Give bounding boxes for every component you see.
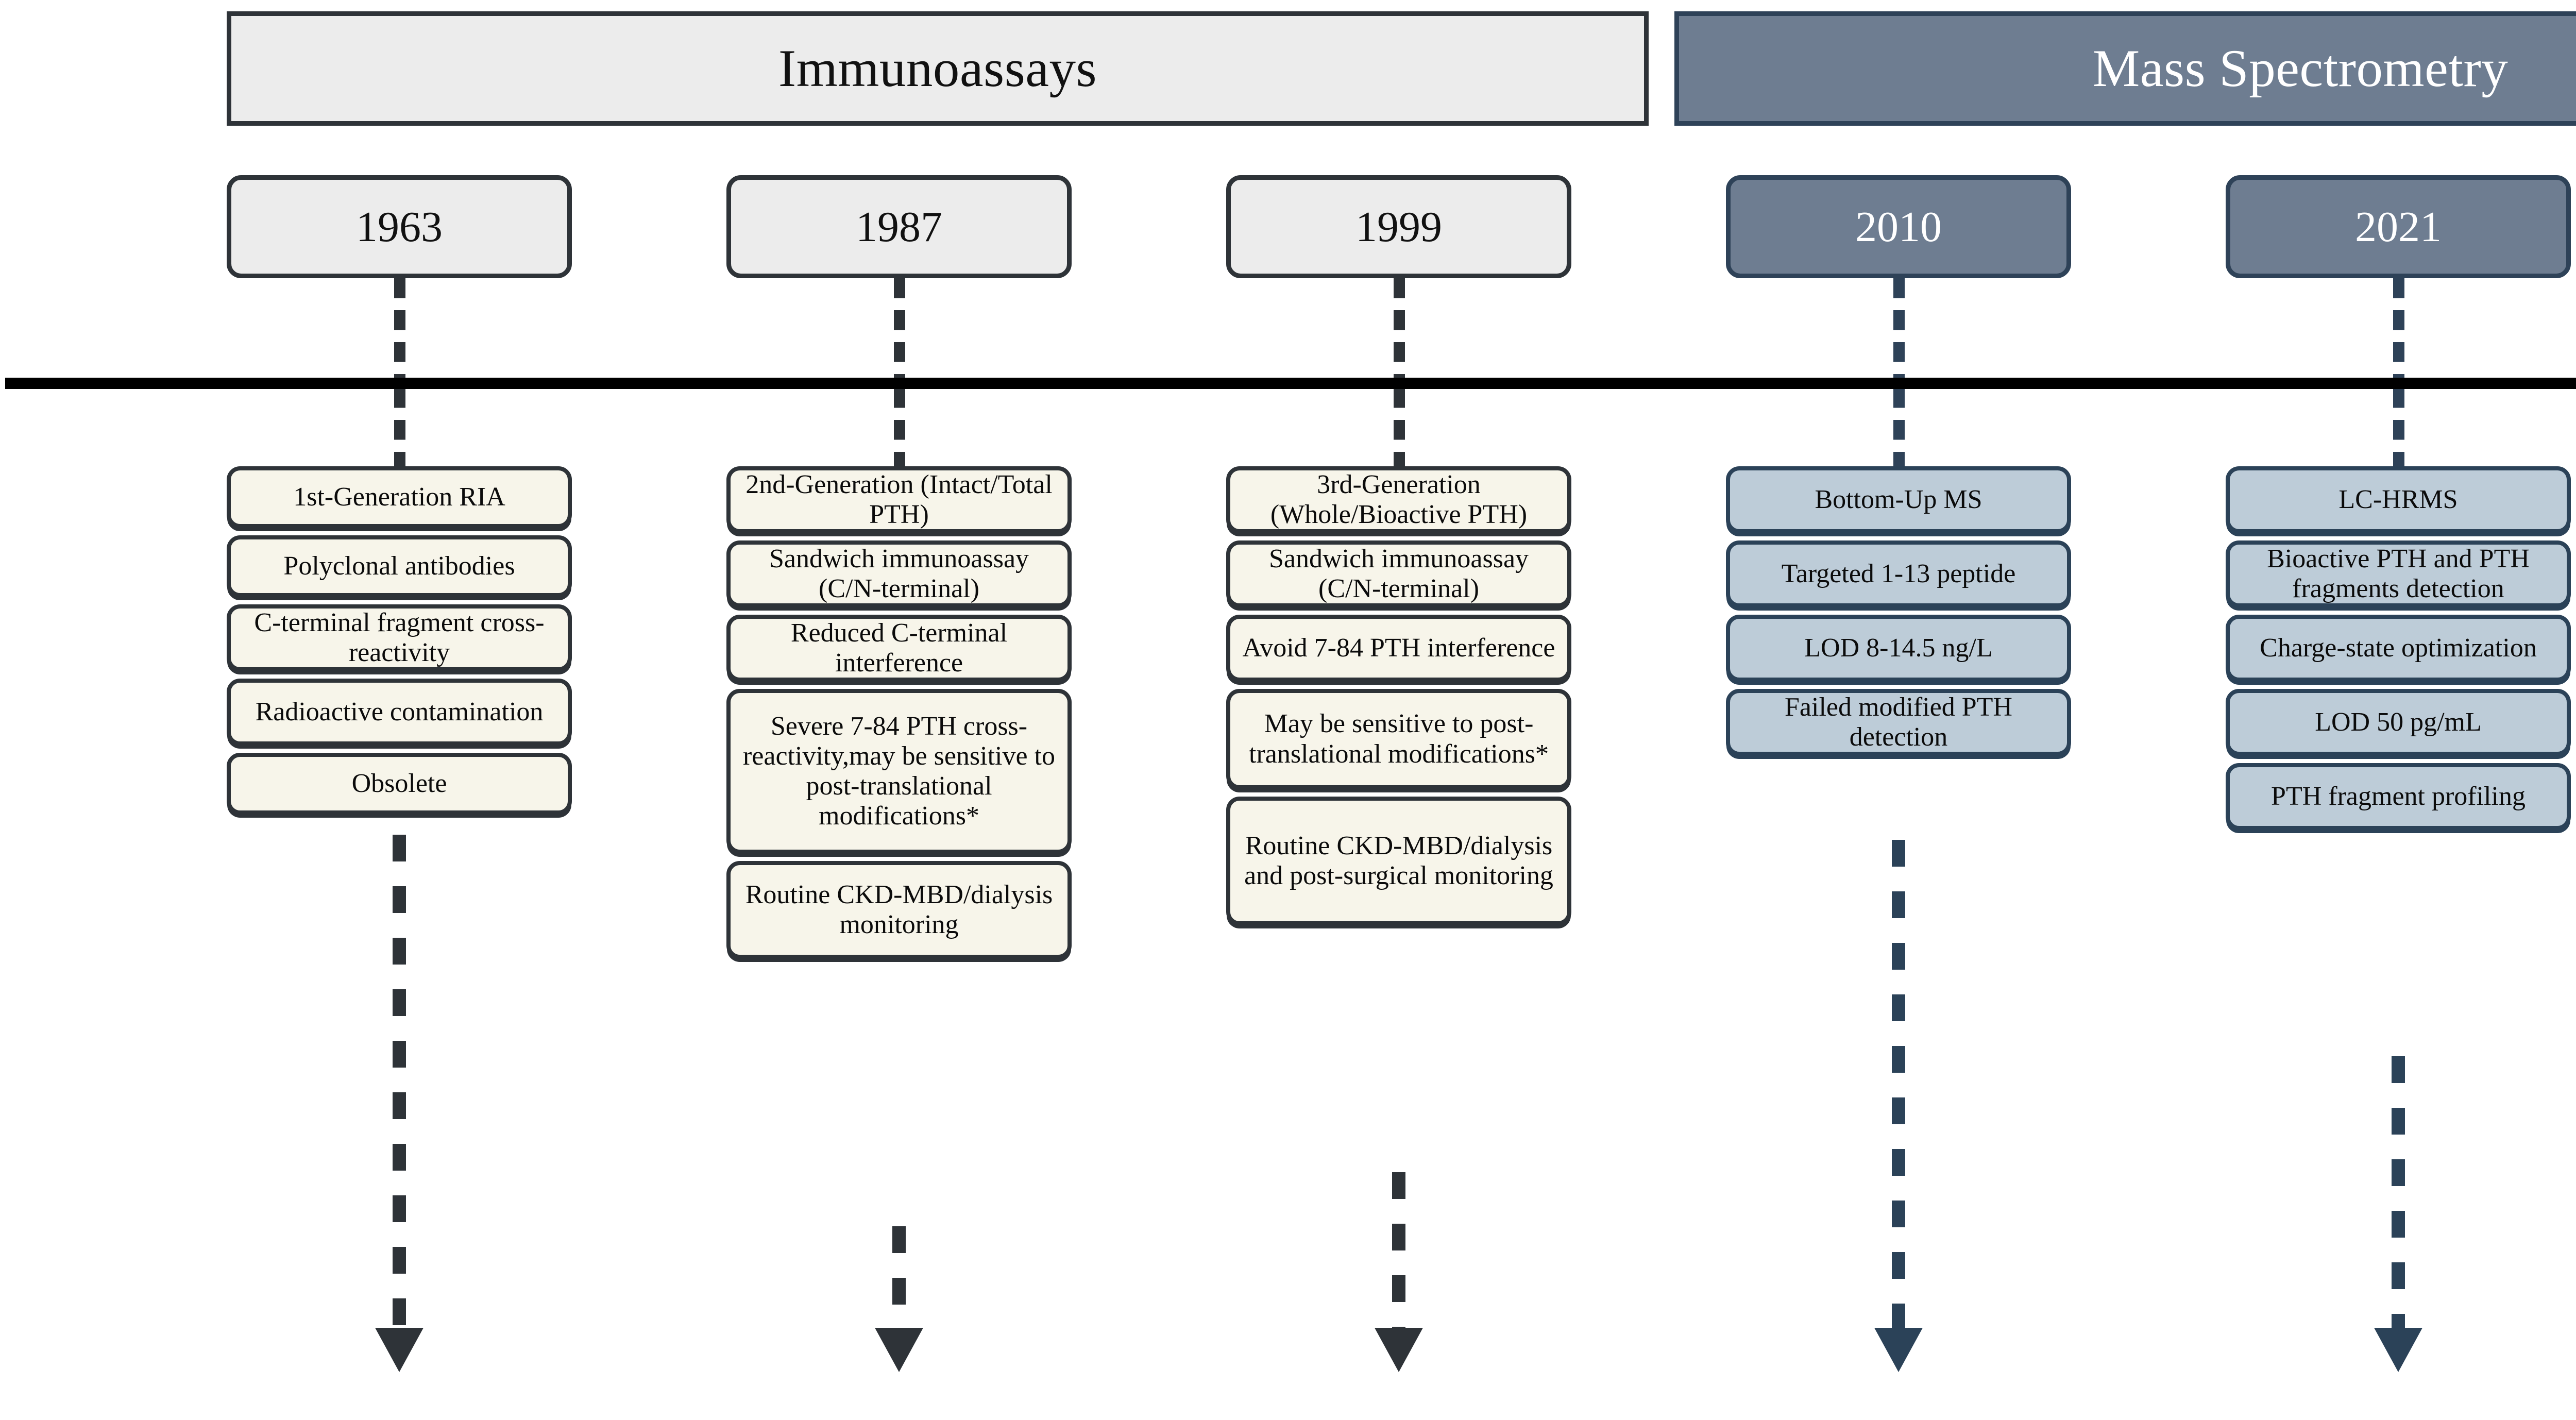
list-item[interactable]: Bottom-Up MS <box>1726 466 2071 533</box>
list-item[interactable]: Reduced C-terminal interference <box>726 615 1072 682</box>
column-1963: 1st-Generation RIA Polyclonal antibodies… <box>227 466 572 815</box>
connector-stub-2021-lower <box>2393 388 2404 468</box>
outcome-arrow-1963-head-icon <box>375 1328 423 1372</box>
list-item[interactable]: 1st-Generation RIA <box>227 466 572 528</box>
era-banner-immunoassays-label: Immunoassays <box>778 39 1097 98</box>
column-2010: Bottom-Up MS Targeted 1-13 peptide LOD 8… <box>1726 466 2071 756</box>
era-banner-mass-spectrometry-label: Mass Spectrometry <box>2092 39 2509 98</box>
column-1987: 2nd-Generation (Intact/Total PTH) Sandwi… <box>726 466 1072 959</box>
outcome-arrow-1987-head-icon <box>875 1328 923 1372</box>
list-item[interactable]: Charge-state optimization <box>2226 615 2571 682</box>
connector-stub-1999-lower <box>1394 388 1405 468</box>
outcome-arrow-2021-head-icon <box>2374 1328 2422 1372</box>
list-item[interactable]: PTH fragment profiling <box>2226 763 2571 830</box>
list-item[interactable]: C-terminal fragment cross-reactivity <box>227 604 572 671</box>
list-item[interactable]: Routine CKD-MBD/dialysis and post-surgic… <box>1226 797 1571 925</box>
connector-stub-2010-lower <box>1893 388 1905 468</box>
connector-stub-1999-upper <box>1394 278 1405 379</box>
list-item[interactable]: Failed modified PTH detection <box>1726 689 2071 756</box>
connector-stub-1987-lower <box>894 388 905 468</box>
outcome-arrow-1987-dash <box>892 1226 906 1332</box>
list-item[interactable]: 2nd-Generation (Intact/Total PTH) <box>726 466 1072 533</box>
year-chip-1999-label: 1999 <box>1355 202 1442 251</box>
year-chip-1987[interactable]: 1987 <box>726 175 1072 278</box>
year-chip-1963-label: 1963 <box>356 202 443 251</box>
list-item[interactable]: May be sensitive to post-translational m… <box>1226 689 1571 789</box>
year-chip-1999[interactable]: 1999 <box>1226 175 1571 278</box>
outcome-arrow-1963 <box>375 835 423 1372</box>
connector-stub-1987-upper <box>894 278 905 379</box>
list-item[interactable]: 3rd-Generation (Whole/Bioactive PTH) <box>1226 466 1571 533</box>
era-banner-immunoassays: Immunoassays <box>227 11 1649 126</box>
outcome-arrow-1999 <box>1375 1172 1423 1372</box>
era-banner-mass-spectrometry: Mass Spectrometry <box>1674 11 2576 126</box>
list-item[interactable]: Polyclonal antibodies <box>227 535 572 597</box>
year-chip-1963[interactable]: 1963 <box>227 175 572 278</box>
year-chip-2021-label: 2021 <box>2355 202 2442 251</box>
list-item[interactable]: Bioactive PTH and PTH fragments detectio… <box>2226 540 2571 607</box>
outcome-arrow-2021-dash <box>2392 1056 2405 1332</box>
list-item[interactable]: Avoid 7-84 PTH interference <box>1226 615 1571 682</box>
timeline-axis-line <box>5 378 2576 389</box>
list-item[interactable]: Routine CKD-MBD/dialysis monitoring <box>726 861 1072 959</box>
connector-stub-2010-upper <box>1893 278 1905 379</box>
list-item[interactable]: Sandwich immunoassay (C/N-terminal) <box>1226 540 1571 607</box>
outcome-arrow-1987 <box>875 1226 923 1372</box>
connector-stub-2021-upper <box>2393 278 2404 379</box>
list-item[interactable]: Targeted 1-13 peptide <box>1726 540 2071 607</box>
year-chip-2021[interactable]: 2021 <box>2226 175 2571 278</box>
column-2021: LC-HRMS Bioactive PTH and PTH fragments … <box>2226 466 2571 830</box>
year-chip-1987-label: 1987 <box>856 202 942 251</box>
connector-stub-1963-lower <box>394 388 405 468</box>
outcome-arrow-2010 <box>1874 840 1923 1372</box>
list-item[interactable]: LC-HRMS <box>2226 466 2571 533</box>
outcome-arrow-1999-dash <box>1392 1172 1405 1332</box>
list-item[interactable]: LOD 8-14.5 ng/L <box>1726 615 2071 682</box>
list-item[interactable]: Severe 7-84 PTH cross-reactivity,may be … <box>726 689 1072 854</box>
year-chip-2010[interactable]: 2010 <box>1726 175 2071 278</box>
list-item[interactable]: Sandwich immunoassay (C/N-terminal) <box>726 540 1072 607</box>
connector-stub-1963-upper <box>394 278 405 379</box>
list-item[interactable]: Obsolete <box>227 753 572 815</box>
outcome-arrow-1963-dash <box>393 835 406 1332</box>
outcome-arrow-2010-head-icon <box>1874 1328 1923 1372</box>
outcome-arrow-2010-dash <box>1892 840 1905 1332</box>
list-item[interactable]: LOD 50 pg/mL <box>2226 689 2571 756</box>
outcome-arrow-2021 <box>2374 1056 2422 1372</box>
outcome-arrow-1999-head-icon <box>1375 1328 1423 1372</box>
year-chip-2010-label: 2010 <box>1855 202 1942 251</box>
column-1999: 3rd-Generation (Whole/Bioactive PTH) San… <box>1226 466 1571 925</box>
list-item[interactable]: Radioactive contamination <box>227 679 572 746</box>
